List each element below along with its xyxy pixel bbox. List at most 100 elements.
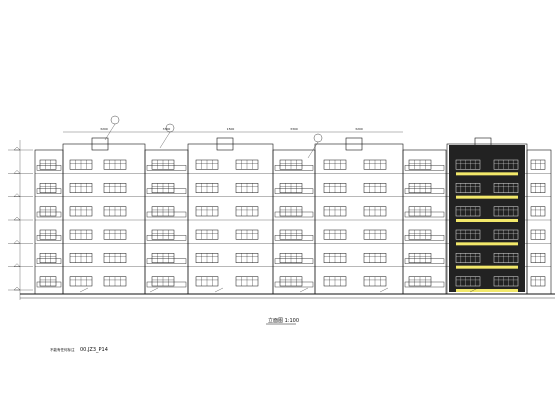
window [493,206,519,217]
window [103,183,127,193]
window [530,276,546,287]
window [363,206,387,217]
window [363,253,387,263]
window [195,253,219,263]
balcony-rail [146,258,187,264]
window [323,253,347,263]
window-frame [530,206,546,217]
dimension-label: 1500 [227,127,235,131]
balcony-rail [404,258,445,264]
window [39,276,57,287]
window [151,253,175,263]
highlight-band [456,172,518,176]
window-frame [39,253,57,263]
wall-segment [526,149,552,295]
window-frame [455,183,481,193]
window [530,206,546,217]
highlight-band [456,195,518,199]
window [279,159,303,170]
window-frame [493,253,519,263]
window [493,253,519,263]
window [279,229,303,240]
balcony-rail [146,235,187,241]
level-marker [13,146,21,151]
dimension-label: 3200 [100,127,108,131]
label-tag [299,287,309,293]
window [323,229,347,240]
window [493,229,519,240]
highlight-bay [449,145,525,292]
dimension-label: 3200 [355,127,363,131]
drawing-title: 立面图 1:100 [268,317,299,324]
window [323,206,347,217]
balcony-rail [404,211,445,218]
window [363,229,387,240]
callout-circle [313,133,323,143]
callout-circle [110,115,120,125]
window [151,276,175,287]
window [408,276,432,287]
balcony-rail [36,235,62,241]
window [39,229,57,240]
window [493,159,519,170]
window [493,183,519,193]
title-text: 立面图 [268,318,284,324]
label-tag [379,287,389,293]
window [235,253,259,263]
callout-leader [307,141,319,159]
window [235,183,259,193]
label-tag [469,287,479,293]
window-frame [455,206,481,217]
window [455,183,481,193]
level-marker [13,286,21,291]
balcony-rail [274,235,314,241]
balcony-rail [36,211,62,218]
window [151,159,175,170]
window [455,253,481,263]
window [455,206,481,217]
label-tag [149,287,159,293]
balcony-rail [274,211,314,218]
window [408,206,432,217]
level-marker [13,240,21,244]
window-frame [39,206,57,217]
balcony-rail [404,188,445,194]
level-marker [13,193,21,197]
balcony-rail [274,281,314,288]
window [39,159,57,170]
window [363,159,387,170]
window-frame [39,229,57,240]
window [408,253,432,263]
window [69,276,93,287]
window-frame [39,159,57,170]
window [408,183,432,193]
balcony-rail [274,165,314,171]
level-marker [13,216,21,221]
level-marker [13,170,21,174]
window [195,276,219,287]
dimension-label: 3300 [163,127,171,131]
window-frame [39,276,57,287]
window [408,229,432,240]
window-frame [493,183,519,193]
window [235,229,259,240]
window [103,159,127,170]
wall-segment [144,149,189,295]
building-elevation [20,137,555,299]
window [493,276,519,287]
window [69,229,93,240]
drawing-note: 不能有任何标注 [50,348,75,352]
window [195,229,219,240]
window [323,159,347,170]
callout-leader [104,123,116,141]
window-frame [455,159,481,170]
window [323,276,347,287]
window-frame [530,159,546,170]
window-frame [39,183,57,193]
window [279,183,303,193]
window [279,253,303,263]
wall-segment [314,143,404,295]
drawing-code: 00.JZ3_P14 [80,347,108,353]
